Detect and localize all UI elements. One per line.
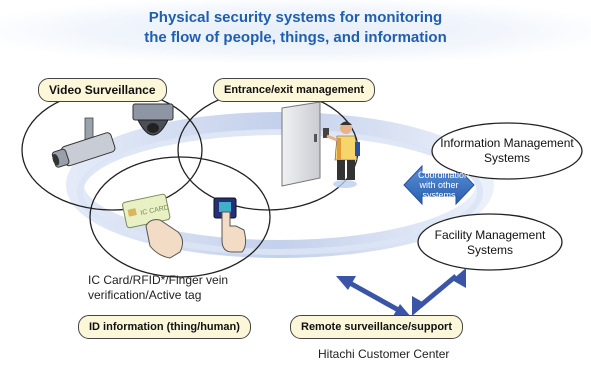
- facility-mgmt-line-1: Facility Management: [434, 228, 546, 242]
- id-caption-line-2: verification/Active tag: [88, 288, 202, 302]
- id-circle: [89, 156, 271, 278]
- page-title: Physical security systems for monitoring…: [0, 8, 591, 48]
- id-caption-line-1: IC Card/RFID*/Finger vein: [88, 273, 229, 287]
- hand-icon: [145, 219, 184, 259]
- title-line-1: Physical security systems for monitoring: [148, 9, 443, 26]
- dome-camera-icon: [132, 103, 174, 136]
- camera-icon: [51, 117, 116, 168]
- id-caption: IC Card/RFID*/Finger vein verification/A…: [88, 273, 228, 303]
- entrance-exit-label: Entrance/exit management: [213, 78, 375, 102]
- person-icon: [326, 121, 360, 188]
- video-surveillance-label: Video Surveillance: [38, 78, 167, 102]
- info-mgmt-ellipse: [431, 122, 583, 180]
- info-mgmt-label: Information Management Systems: [432, 136, 582, 166]
- remote-arrow-right: [412, 268, 466, 316]
- coordination-label: Coordination with other systems: [418, 170, 470, 200]
- id-information-label: ID information (thing/human): [78, 315, 251, 339]
- info-mgmt-line-1: Information Management: [440, 136, 574, 150]
- facility-mgmt-line-2: Systems: [466, 243, 513, 257]
- info-mgmt-line-2: Systems: [483, 151, 530, 165]
- flow-ring: [66, 112, 494, 258]
- remote-surveillance-label: Remote surveillance/support: [290, 315, 463, 339]
- coordination-line-1: Coordination: [418, 170, 470, 180]
- coordination-line-3: systems: [422, 190, 456, 200]
- door-icon: [281, 101, 329, 187]
- remote-arrow-left: [336, 276, 412, 318]
- customer-center-caption: Hitachi Customer Center: [318, 347, 450, 361]
- facility-mgmt-ellipse: [417, 213, 563, 271]
- finger-vein-reader-icon: [213, 197, 247, 253]
- coordination-line-2: with other: [419, 180, 459, 190]
- title-band: [0, 0, 591, 62]
- title-line-2: the flow of people, things, and informat…: [144, 29, 447, 46]
- entrance-circle: [177, 89, 359, 211]
- coordination-arrow: [403, 164, 475, 206]
- facility-mgmt-label: Facility Management Systems: [418, 228, 562, 258]
